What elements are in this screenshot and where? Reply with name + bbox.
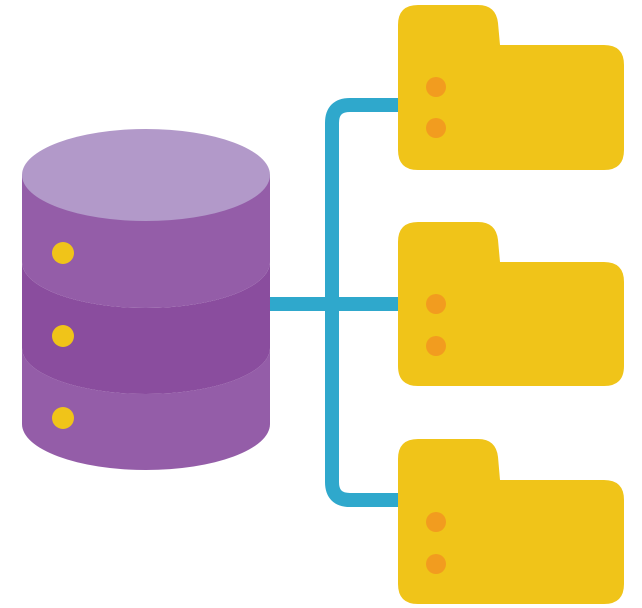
folder-indicator-dot xyxy=(426,118,446,138)
folder-indicator-dot xyxy=(426,336,446,356)
database-top-surface xyxy=(22,129,270,221)
folder-indicator-dot xyxy=(426,294,446,314)
database-icon xyxy=(22,129,270,470)
database-indicator-dot xyxy=(52,407,74,429)
folder-indicator-dot xyxy=(426,554,446,574)
folder-icon xyxy=(398,439,624,604)
database-indicator-dot xyxy=(52,325,74,347)
folder-body xyxy=(398,5,624,170)
database-band-middle xyxy=(22,262,270,394)
connector-lines xyxy=(270,98,400,507)
folder-indicator-dot xyxy=(426,512,446,532)
database-indicator-dot xyxy=(52,242,74,264)
folder-indicator-dot xyxy=(426,77,446,97)
folder-body xyxy=(398,222,624,386)
folder-icon xyxy=(398,5,624,170)
connector-vertical-branch xyxy=(325,98,400,507)
folder-body xyxy=(398,439,624,604)
database-band-bottom xyxy=(22,348,270,470)
folder-icon xyxy=(398,222,624,386)
